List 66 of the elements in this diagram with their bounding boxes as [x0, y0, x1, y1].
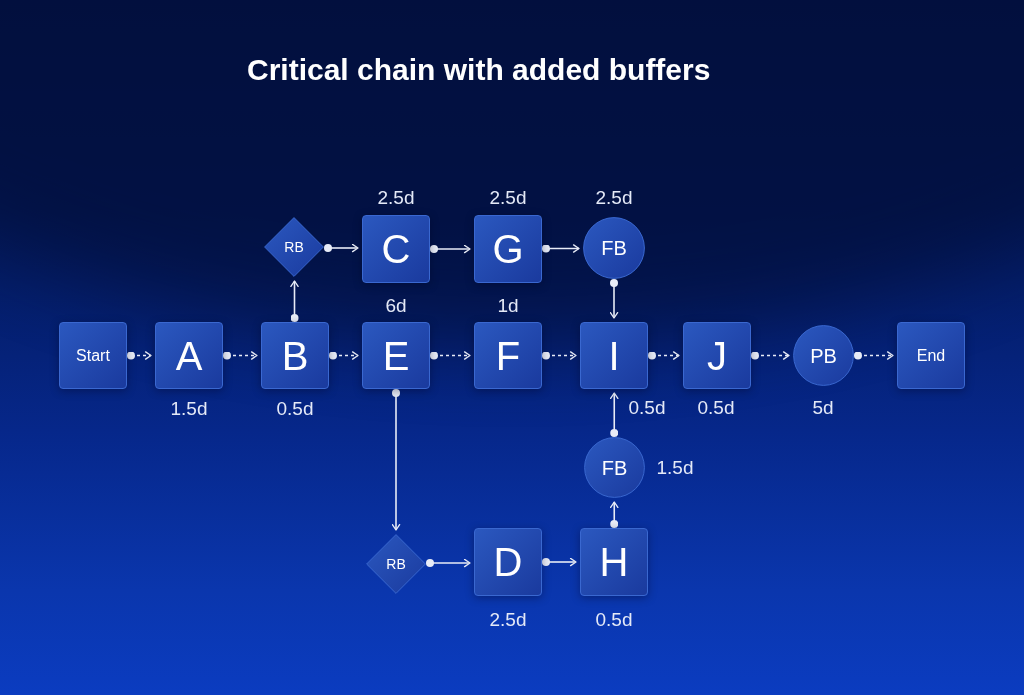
node-label: FB	[601, 457, 628, 478]
arrow	[430, 351, 471, 360]
task-box	[683, 322, 751, 389]
arrow	[542, 351, 577, 360]
arrow	[290, 280, 299, 322]
node-label: PB	[810, 345, 837, 366]
duration-label: 5d	[812, 397, 834, 417]
duration-label: 0.5d	[628, 397, 666, 417]
arrow	[426, 558, 471, 568]
arrow	[609, 279, 619, 319]
duration-label: 1.5d	[656, 457, 694, 477]
duration-label: 0.5d	[276, 398, 314, 418]
node-label: End	[916, 347, 946, 364]
buffer-circle	[584, 437, 645, 498]
node-label: C	[381, 229, 411, 269]
arrow	[391, 389, 401, 531]
task-box	[261, 322, 329, 389]
duration-label: 1.5d	[170, 398, 208, 418]
arrow	[127, 351, 152, 360]
arrow	[854, 351, 894, 360]
node-label: I	[608, 335, 620, 376]
task-box	[59, 322, 127, 389]
buffer-diamond	[264, 217, 324, 277]
arrow	[542, 557, 577, 567]
duration-label: 2.5d	[595, 187, 633, 207]
arrow	[329, 351, 359, 360]
arrow	[223, 351, 258, 360]
task-box	[362, 322, 430, 389]
node-label: RB	[386, 557, 406, 571]
node-label: FB	[601, 238, 627, 258]
duration-label: 2.5d	[377, 187, 415, 207]
buffer-circle	[793, 325, 854, 386]
task-box	[474, 322, 542, 389]
arrow	[610, 501, 619, 528]
buffer-diamond	[366, 534, 426, 594]
node-label: H	[599, 542, 629, 582]
duration-label: 6d	[385, 295, 407, 315]
diagram-title: Critical chain with added buffers	[247, 55, 711, 85]
duration-label: 0.5d	[595, 609, 633, 629]
node-label: G	[492, 229, 524, 269]
duration-label: 1d	[497, 295, 519, 315]
arrow	[324, 243, 359, 253]
task-box	[580, 528, 648, 596]
duration-label: 2.5d	[489, 187, 527, 207]
node-label: RB	[284, 240, 304, 254]
arrow	[430, 244, 471, 254]
task-box	[362, 215, 430, 283]
task-box	[474, 215, 542, 283]
arrow	[610, 392, 619, 437]
duration-label: 0.5d	[697, 397, 735, 417]
node-label: J	[707, 335, 727, 376]
node-label: D	[493, 542, 523, 582]
task-box	[474, 528, 542, 596]
node-label: A	[175, 335, 203, 376]
buffer-circle	[583, 217, 645, 279]
node-label: B	[281, 335, 309, 376]
arrow	[648, 351, 680, 360]
node-label: Start	[76, 347, 110, 364]
node-label: F	[495, 335, 521, 376]
task-box	[897, 322, 965, 389]
arrow	[542, 244, 580, 253]
arrow	[751, 351, 790, 360]
task-box	[155, 322, 223, 389]
duration-label: 2.5d	[489, 609, 527, 629]
node-label: E	[382, 335, 410, 376]
task-box	[580, 322, 648, 389]
